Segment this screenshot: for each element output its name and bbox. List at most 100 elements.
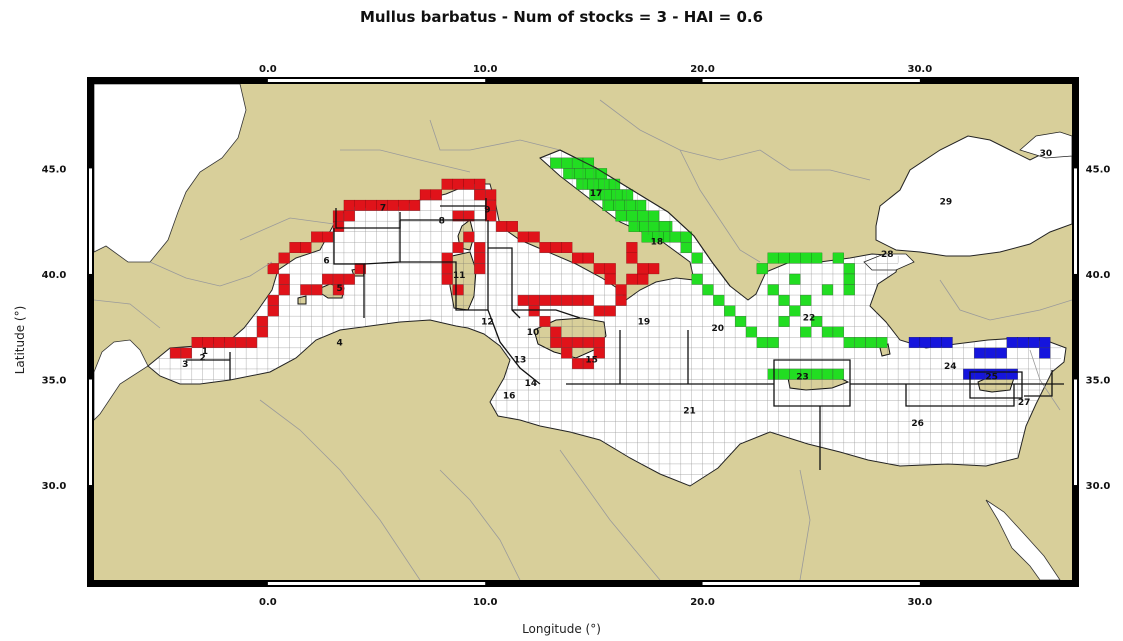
stock-cell bbox=[582, 157, 595, 169]
y-axis-label: Latitude (°) bbox=[13, 305, 27, 375]
stock-cell bbox=[528, 305, 540, 317]
gsa-label: 12 bbox=[481, 318, 494, 328]
stock-cell bbox=[604, 305, 616, 317]
stock-cell bbox=[843, 337, 855, 348]
stock-cell bbox=[832, 252, 844, 264]
stock-cell bbox=[452, 242, 464, 254]
stock-cell bbox=[322, 273, 334, 285]
stock-cell bbox=[571, 337, 584, 348]
stock-cell bbox=[452, 284, 464, 296]
stock-cell bbox=[691, 252, 703, 264]
stock-cell bbox=[658, 221, 671, 232]
stock-cell bbox=[621, 189, 634, 201]
gsa-label: 8 bbox=[439, 216, 445, 226]
gsa-label: 2 bbox=[200, 353, 206, 363]
stock-cell bbox=[256, 316, 269, 327]
y-tick-labels-left: 45.040.035.030.0 bbox=[42, 164, 67, 492]
y-tick-label: 45.0 bbox=[42, 164, 67, 175]
frame-segment bbox=[267, 582, 486, 585]
stock-cell bbox=[1006, 337, 1018, 348]
gsa-label: 11 bbox=[453, 271, 466, 281]
stock-cell bbox=[517, 231, 529, 243]
gsa-label: 28 bbox=[881, 250, 894, 260]
gsa-label: 5 bbox=[336, 284, 342, 294]
stock-cell bbox=[626, 273, 638, 285]
stock-cell bbox=[930, 337, 942, 348]
stock-cell bbox=[441, 178, 453, 190]
stock-cell bbox=[604, 263, 616, 275]
stock-cell bbox=[311, 231, 323, 243]
stock-cell bbox=[561, 157, 573, 169]
stock-cell bbox=[756, 263, 768, 275]
stock-cell bbox=[563, 168, 575, 180]
stock-cell bbox=[800, 294, 812, 306]
x-tick-label: 0.0 bbox=[259, 64, 277, 75]
y-tick-label: 35.0 bbox=[1086, 375, 1111, 386]
stock-cell bbox=[452, 178, 464, 190]
gsa-label: 19 bbox=[638, 318, 651, 328]
stock-cell bbox=[778, 316, 790, 327]
y-tick-label: 45.0 bbox=[1086, 164, 1111, 175]
black-sea bbox=[875, 135, 1072, 257]
stock-cell bbox=[561, 337, 573, 348]
gsa-label: 27 bbox=[1018, 398, 1031, 408]
gsa-label: 30 bbox=[1040, 149, 1053, 159]
y-tick-label: 30.0 bbox=[42, 481, 67, 492]
stock-cell bbox=[224, 337, 236, 348]
stock-cell bbox=[474, 189, 486, 201]
stock-cell bbox=[680, 242, 692, 254]
stock-cell bbox=[550, 326, 562, 338]
stock-cell bbox=[745, 326, 758, 338]
stock-cell bbox=[724, 305, 736, 317]
stock-cell bbox=[800, 326, 812, 338]
stock-cell bbox=[648, 210, 660, 222]
stock-cell bbox=[615, 210, 627, 222]
stock-cell bbox=[800, 252, 812, 264]
stock-cell bbox=[984, 347, 997, 359]
azov-sea bbox=[1019, 131, 1072, 159]
stock-cell bbox=[550, 337, 562, 348]
gsa-label: 16 bbox=[503, 391, 516, 401]
frame-segment bbox=[267, 79, 486, 82]
x-tick-label: 20.0 bbox=[690, 597, 715, 608]
stock-cell bbox=[528, 231, 540, 243]
stock-cell bbox=[843, 273, 855, 285]
stock-cell bbox=[778, 294, 790, 306]
stock-cell bbox=[441, 273, 453, 285]
stock-cell bbox=[343, 210, 355, 222]
stock-cell bbox=[539, 242, 551, 254]
stock-cell bbox=[574, 168, 586, 180]
stock-cell bbox=[624, 199, 636, 211]
stock-cell bbox=[941, 337, 953, 348]
stock-cell bbox=[474, 263, 486, 275]
stock-cell bbox=[550, 242, 562, 254]
stock-cell bbox=[441, 263, 453, 275]
stock-cell bbox=[626, 242, 638, 254]
stock-cell bbox=[213, 337, 225, 348]
stock-cell bbox=[713, 294, 725, 306]
gsa-label: 25 bbox=[985, 372, 998, 382]
stock-cell bbox=[919, 337, 931, 348]
gsa-label: 24 bbox=[944, 362, 957, 372]
gsa-label: 15 bbox=[585, 356, 598, 366]
stock-cell bbox=[635, 199, 647, 211]
stock-cell bbox=[767, 252, 779, 264]
stock-cell bbox=[778, 252, 790, 264]
stock-cell bbox=[611, 189, 623, 201]
x-tick-label: 10.0 bbox=[473, 64, 498, 75]
gsa-label: 23 bbox=[796, 372, 809, 382]
stock-cell bbox=[278, 273, 290, 285]
stock-cell bbox=[561, 347, 573, 359]
stock-blue-cells bbox=[908, 337, 1051, 380]
stock-cell bbox=[576, 178, 588, 190]
gsa-label: 26 bbox=[911, 419, 924, 429]
stock-cell bbox=[322, 231, 334, 243]
stock-cell bbox=[278, 284, 290, 296]
gsa-label: 21 bbox=[683, 406, 696, 416]
stock-cell bbox=[821, 284, 834, 296]
stock-cell bbox=[300, 284, 312, 296]
stock-cell bbox=[343, 199, 355, 211]
stock-cell bbox=[300, 242, 312, 254]
gsa-label: 6 bbox=[323, 256, 329, 266]
